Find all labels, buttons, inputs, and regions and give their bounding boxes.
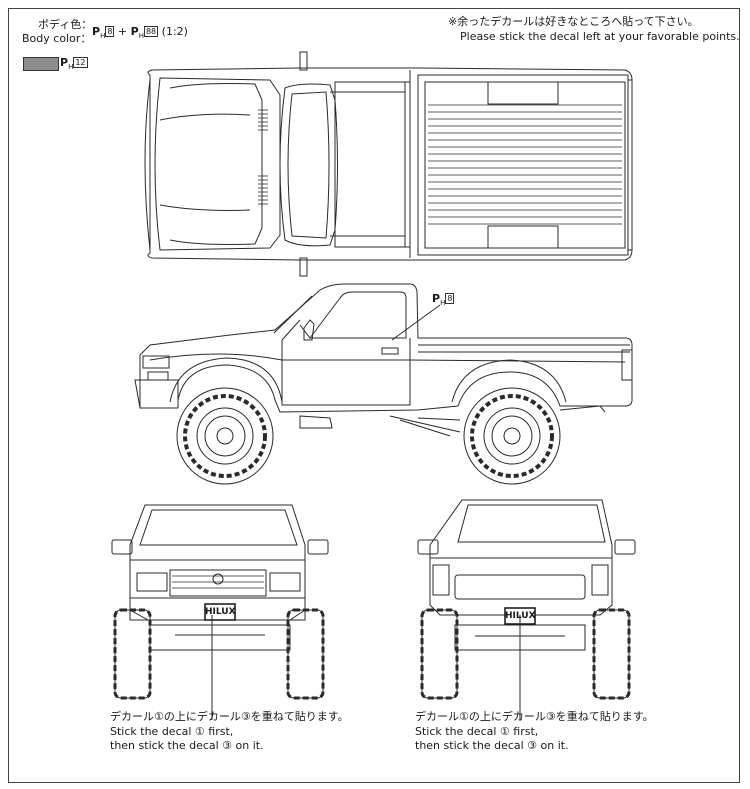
- leftover-decal-note-en: Please stick the decal left at your favo…: [460, 30, 740, 43]
- rear-instruction-jp: デカール①の上にデカール③を重ねて貼ります。: [415, 710, 654, 723]
- body-color-label-en: Body color：: [22, 32, 92, 45]
- front-instruction-en2: then stick the decal ③ on it.: [110, 739, 264, 752]
- truck-side-view: [135, 284, 632, 436]
- swatch-paint-code: PH12: [60, 56, 88, 72]
- side-rear-wheel: [464, 388, 560, 484]
- side-paint-code: PH8: [432, 292, 455, 308]
- front-view-tires: [115, 610, 323, 698]
- side-callout-leader: [392, 305, 440, 340]
- sheet-border: [8, 8, 740, 783]
- truck-top-view: [145, 52, 632, 276]
- body-color-label-jp: ボディ色：: [38, 18, 93, 31]
- body-color-formula: PH8 + PH88 (1:2): [92, 25, 188, 41]
- rear-plate-text: HILUX: [505, 611, 536, 621]
- side-front-wheel: [177, 388, 273, 484]
- leftover-decal-note-jp: ※余ったデカールは好きなところへ貼って下さい。: [448, 15, 699, 28]
- truck-rear-view: [418, 500, 635, 650]
- front-instruction-jp: デカール①の上にデカール③を重ねて貼ります。: [110, 710, 349, 723]
- paint-swatch: [23, 57, 59, 71]
- rear-instruction-en2: then stick the decal ③ on it.: [415, 739, 569, 752]
- front-instruction-en1: Stick the decal ① first,: [110, 725, 234, 738]
- rear-instruction-en1: Stick the decal ① first,: [415, 725, 539, 738]
- front-plate-text: HILUX: [205, 607, 236, 617]
- rear-view-tires: [422, 610, 629, 698]
- truck-front-view: [112, 505, 328, 650]
